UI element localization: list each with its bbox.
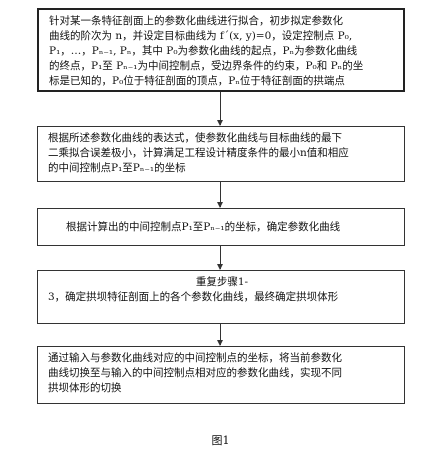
flow-arrow-1 [217,92,223,126]
step-5-line-2: 曲线切换至与输入的中间控制点相对应的参数化曲线，实现不同 [48,367,342,379]
step-5-line-3: 拱坝体形的切换 [48,382,122,394]
step-3-line-1: 根据计算出的中间控制点P₁至Pₙ₋₁的坐标，确定参数化曲线 [66,221,341,233]
flow-arrow-4 [217,324,223,346]
flow-arrow-3 [217,246,223,270]
step-5-box: 通过输入与参数化曲线对应的中间控制点的坐标，将当前参数化 曲线切换至与输入的中间… [37,346,405,404]
step-1-line-5: 标是已知的，P₀位于特征剖面的顶点，Pₙ位于特征剖面的拱端点 [49,75,345,87]
step-3-box: 根据计算出的中间控制点P₁至Pₙ₋₁的坐标，确定参数化曲线 [37,208,405,246]
step-2-line-2: 二乘拟合误差极小，计算满足工程设计精度条件的最小n值和相应 [48,147,349,159]
flow-arrow-2 [217,182,223,208]
step-1-line-3: P₁，…，Pₙ₋₁, Pₙ，其中 P₀为参数化曲线的起点，Pₙ为参数化曲线 [49,45,358,57]
step-4-box: 重复步骤1- 3，确定拱坝特征剖面上的各个参数化曲线，最终确定拱坝体形 [37,270,405,324]
figure-caption: 图1 [211,434,230,447]
step-4-line-2: 3，确定拱坝特征剖面上的各个参数化曲线，最终确定拱坝体形 [48,291,339,303]
step-1-box: 针对某一条特征剖面上的参数化曲线进行拟合，初步拟定参数化 曲线的阶次为 n，并设… [37,8,405,92]
step-2-line-3: 的中间控制点P₁至Pₙ₋₁的坐标 [48,162,186,174]
step-5-line-1: 通过输入与参数化曲线对应的中间控制点的坐标，将当前参数化 [48,352,342,364]
step-1-line-4: 的终点，P₁至 Pₙ₋₁为中间控制点，受边界条件的约束，P₀和 Pₙ的坐 [49,60,364,72]
step-1-line-1: 针对某一条特征剖面上的参数化曲线进行拟合，初步拟定参数化 [49,15,343,27]
step-2-box: 根据所述参数化曲线的表达式，使参数化曲线与目标曲线的最下 二乘拟合误差极小，计算… [37,126,405,182]
step-2-line-1: 根据所述参数化曲线的表达式，使参数化曲线与目标曲线的最下 [48,132,342,144]
step-4-line-1: 重复步骤1- [195,276,249,288]
step-1-line-2: 曲线的阶次为 n，并设定目标曲线为 f´(x, y)=0，设定控制点 P₀, [49,30,353,42]
